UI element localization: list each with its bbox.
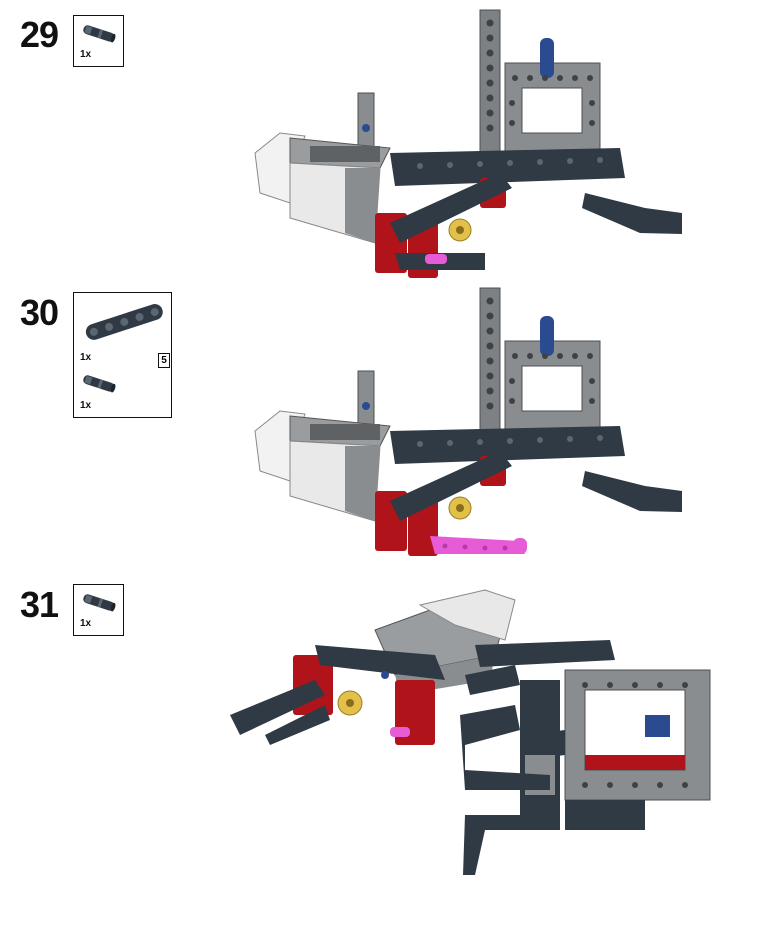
step-number: 31 <box>20 584 59 625</box>
assembly-model-step-31 <box>225 585 715 880</box>
axle-pin-icon <box>80 592 118 612</box>
axle-pin-icon <box>80 23 118 43</box>
part-quantity: 1x <box>80 618 92 629</box>
part-quantity: 1x <box>80 400 92 411</box>
part-quantity: 1x <box>80 49 92 60</box>
assembly-model-step-29 <box>250 8 690 283</box>
assembly-model-step-30 <box>250 286 690 566</box>
part-quantity: 1x <box>80 352 92 363</box>
parts-callout: 1x <box>73 584 124 636</box>
liftarm-5-icon <box>80 301 168 341</box>
step-number: 29 <box>20 14 59 55</box>
parts-callout: 1x <box>73 15 124 67</box>
step-number: 30 <box>20 292 59 333</box>
axle-pin-icon <box>80 373 118 393</box>
length-badge: 5 <box>158 353 170 368</box>
parts-callout: 1x 5 1x <box>73 292 172 418</box>
